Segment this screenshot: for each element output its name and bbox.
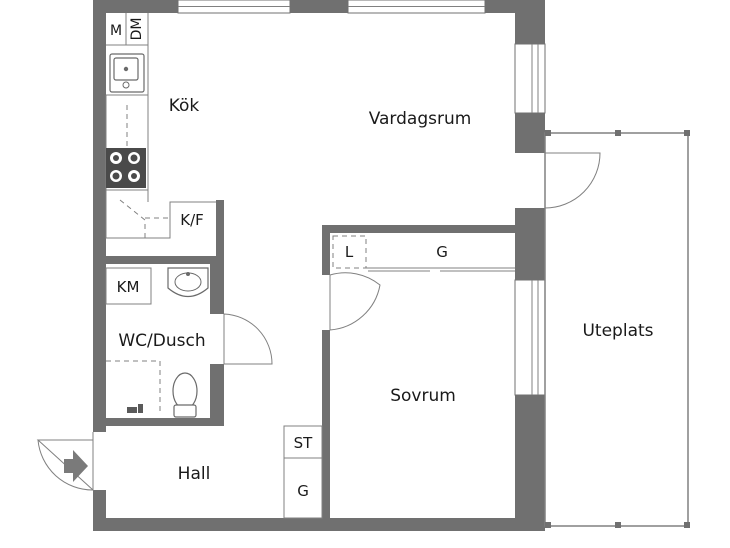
entrance-arrow-icon [64, 450, 88, 482]
bathroom-fixtures [105, 267, 161, 412]
windows [177, 0, 546, 396]
room-label-living-room: Vardagsrum [369, 109, 472, 129]
walls [93, 0, 545, 531]
wash-basin-icon [167, 267, 209, 298]
room-label-bathroom: WC/Dusch [118, 331, 205, 351]
hall-cupboards [283, 425, 323, 519]
shower-mixer-icon [127, 404, 143, 413]
bedroom-wardrobe-label: G [436, 243, 448, 261]
storage-cupboard-label: ST [294, 434, 314, 452]
linen-closet-label: L [345, 243, 354, 261]
stove-icon [106, 148, 146, 188]
bedroom-closet-outline [332, 235, 515, 272]
doors [36, 152, 601, 492]
hall-wardrobe-label: G [297, 482, 309, 500]
washing-machine-label: KM [117, 278, 140, 296]
patio-outline [544, 130, 690, 528]
room-label-bedroom: Sovrum [390, 386, 456, 406]
kitchen-sink-icon [109, 53, 145, 93]
toilet-icon [172, 372, 198, 418]
microwave-label: M [110, 23, 122, 39]
dishwasher-label: DM [129, 18, 145, 41]
kitchen-counter [105, 13, 216, 239]
room-label-patio: Uteplats [582, 321, 653, 341]
room-label-hall: Hall [178, 464, 211, 484]
room-label-kitchen: Kök [169, 96, 200, 116]
fridge-freezer-label: K/F [180, 211, 204, 229]
